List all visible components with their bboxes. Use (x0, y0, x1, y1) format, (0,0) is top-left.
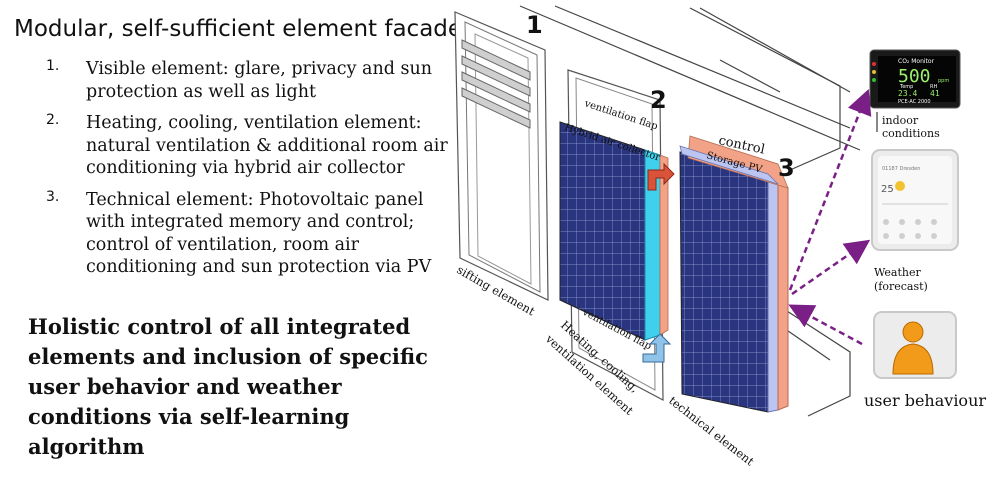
control-layer (777, 183, 789, 411)
airflow-out-arrow (647, 162, 675, 191)
building-structure (519, 5, 861, 417)
louvers (461, 39, 531, 129)
sifting-element (454, 11, 549, 301)
sun-icon (895, 181, 905, 191)
co2-monitor: CO₂ Monitor 500 ppm Temp RH 23.4 41 PCE-… (869, 49, 961, 109)
weather-temp: 25 (881, 184, 894, 195)
input-arrows (788, 89, 872, 346)
co2-temp-label: Temp (899, 84, 913, 90)
holistic-statement: Holistic control of all integrated eleme… (28, 314, 428, 459)
co2-temp: 23.4 (898, 89, 917, 98)
list-item: 3. Technical element: Photovoltaic panel… (46, 189, 466, 279)
hvac-element (559, 69, 675, 402)
list-item: 2. Heating, cooling, ventilation element… (46, 112, 466, 180)
list-item-number: 2. (46, 112, 60, 128)
list-item-text: Technical element: Photovoltaic panel wi… (86, 189, 432, 278)
co2-unit: ppm (938, 78, 949, 84)
user-icon (902, 321, 924, 343)
arrow-weather (791, 239, 871, 296)
page-title: Modular, self-sufficient element facade (14, 16, 463, 42)
co2-rh: 41 (930, 89, 940, 98)
weather-label-line1: Weather (874, 266, 921, 279)
element-list: 1. Visible element: glare, privacy and s… (46, 58, 466, 288)
user-avatar (873, 311, 957, 379)
indoor-label-line2: conditions (882, 127, 940, 140)
number-1: 1 (526, 11, 543, 39)
weather-city: 01187 Dresden (882, 166, 920, 172)
number-2: 2 (650, 86, 667, 114)
list-item-number: 3. (46, 188, 60, 205)
weather-label-line2: (forecast) (874, 280, 928, 293)
indoor-label-line1: indoor (882, 114, 919, 127)
technical-element (679, 135, 789, 413)
arrow-indoor (788, 89, 872, 291)
storage-layer (767, 179, 779, 413)
airflow-in-arrow (642, 333, 672, 363)
co2-model: PCE-AC 2000 (898, 99, 931, 105)
user-behaviour-label: user behaviour (864, 391, 986, 410)
list-item-text: Heating, cooling, ventilation element: n… (86, 113, 448, 178)
technical-pv-panel (679, 151, 769, 413)
number-3: 3 (778, 154, 795, 182)
list-item: 1. Visible element: glare, privacy and s… (46, 58, 466, 103)
co2-monitor-title: CO₂ Monitor (898, 58, 935, 65)
weather-widget: 01187 Dresden 25 (871, 149, 959, 251)
forecast-icons (883, 219, 937, 239)
list-item-text: Visible element: glare, privacy and sun … (86, 59, 433, 102)
co2-rh-label: RH (930, 84, 937, 90)
list-item-number: 1. (46, 58, 60, 74)
arrow-user (788, 304, 863, 346)
co2-value: 500 (898, 66, 931, 87)
